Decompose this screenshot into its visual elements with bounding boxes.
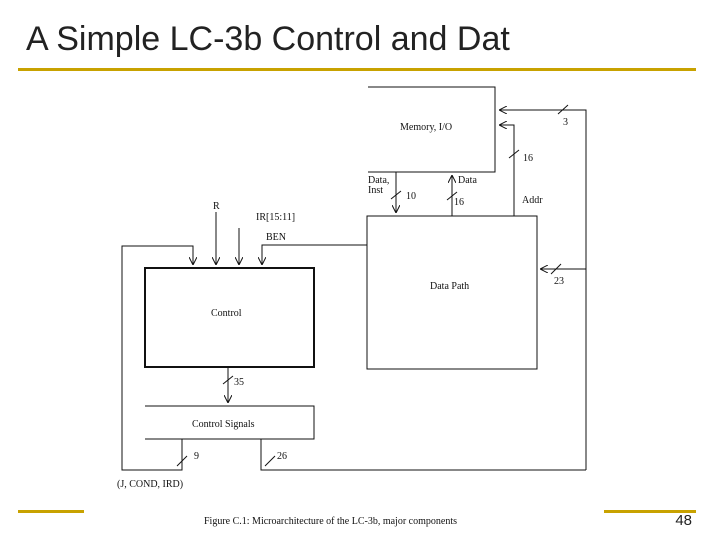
ben-label: BEN [266, 232, 286, 243]
mem-ctrl-wire [500, 110, 587, 470]
footer-rule-left [18, 510, 84, 513]
width-control-signals: 35 [234, 377, 244, 388]
ir-label: IR[15:11] [256, 212, 295, 223]
width-mem-addr: 16 [523, 153, 533, 164]
figure-caption: Figure C.1: Microarchitecture of the LC-… [204, 516, 457, 527]
r-label: R [213, 201, 220, 212]
jcond-wire [121, 245, 193, 471]
width-jcond: 9 [194, 451, 199, 462]
width-mem-ctrl: 3 [563, 117, 568, 128]
width-data: 16 [454, 197, 464, 208]
control-label: Control [211, 308, 242, 319]
width-datapath-ctrl: 23 [554, 276, 564, 287]
addr-wire [500, 125, 515, 216]
memory-box [368, 86, 496, 173]
data-label: Data [458, 175, 477, 186]
memory-label: Memory, I/O [400, 122, 452, 133]
control-box [144, 267, 315, 368]
datapath-box [366, 215, 538, 370]
page-number: 48 [675, 512, 692, 529]
ben-wire [262, 244, 367, 264]
control-signals-label: Control Signals [192, 419, 255, 430]
datapath-label: Data Path [430, 281, 469, 292]
addr-label: Addr [522, 195, 543, 206]
slide-title: A Simple LC-3b Control and Dat [26, 20, 510, 58]
jcond-label: (J, COND, IRD) [117, 479, 183, 490]
width-ctrl-out: 26 [277, 451, 287, 462]
width-data-inst: 10 [406, 191, 416, 202]
data-inst-label: Data, [368, 175, 389, 186]
inst-label: Inst [368, 185, 383, 196]
title-underline [18, 68, 696, 71]
footer-rule-right [604, 510, 696, 513]
control-signals-box [145, 405, 315, 440]
ctrl-out-wire [260, 439, 586, 471]
